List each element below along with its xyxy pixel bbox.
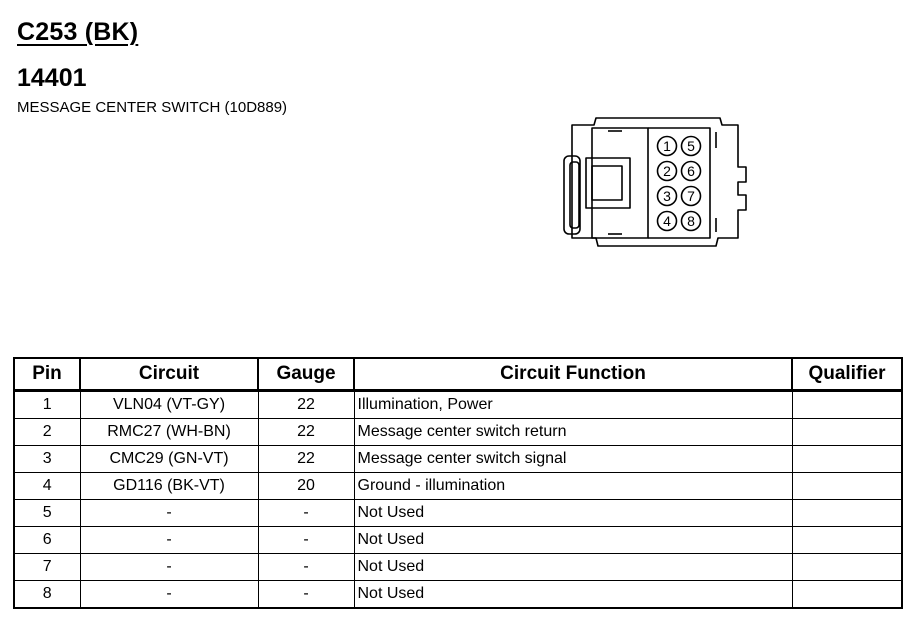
cell-gauge: - [257,553,355,581]
cell-circuit: GD116 (BK-VT) [79,472,259,500]
cell-pin: 2 [13,418,81,446]
cavity-circle [680,210,702,232]
cavity-circle [656,185,678,207]
cavity-circle [680,135,702,157]
cavity-circle [656,135,678,157]
table-row: 5 - - Not Used [13,499,903,527]
cell-qualifier [791,553,903,581]
header-gauge: Gauge [257,357,355,392]
cavity-circle [680,185,702,207]
cell-pin: 1 [13,390,81,419]
cell-gauge: - [257,580,355,609]
connector-terminal-block [648,127,711,239]
table-row: 8 - - Not Used [13,580,903,609]
cavity-label: 8 [687,213,695,229]
cavity-label: 6 [687,163,695,179]
cell-gauge: 20 [257,472,355,500]
cavity-label: 7 [687,188,695,204]
cavity-label: 5 [687,138,695,154]
cell-circuit: CMC29 (GN-VT) [79,445,259,473]
cell-circuit-function: Not Used [353,526,793,554]
header-pin: Pin [13,357,81,392]
connector-inner-recess [591,127,649,239]
connector-lock-tab-inner [569,161,580,229]
cavity-label: 4 [663,213,671,229]
cell-qualifier [791,390,903,419]
connector-lock-tab-outer [563,155,581,235]
cell-pin: 6 [13,526,81,554]
cell-qualifier [791,445,903,473]
cell-circuit: - [79,580,259,609]
table-row: 3 CMC29 (GN-VT) 22 Message center switch… [13,445,903,473]
cell-circuit-function: Not Used [353,499,793,527]
cell-gauge: - [257,526,355,554]
table-header-row: Pin Circuit Gauge Circuit Function Quali… [13,357,903,392]
cell-qualifier [791,418,903,446]
cell-circuit-function: Ground - illumination [353,472,793,500]
table-row: 4 GD116 (BK-VT) 20 Ground - illumination [13,472,903,500]
cell-circuit-function: Message center switch return [353,418,793,446]
cell-qualifier [791,580,903,609]
cell-circuit-function: Not Used [353,553,793,581]
cell-pin: 7 [13,553,81,581]
cell-circuit: - [79,526,259,554]
cell-circuit: VLN04 (VT-GY) [79,390,259,419]
cavity-label: 3 [663,188,671,204]
cell-qualifier [791,526,903,554]
table-row: 2 RMC27 (WH-BN) 22 Message center switch… [13,418,903,446]
cell-pin: 5 [13,499,81,527]
cell-qualifier [791,472,903,500]
cavity-circle [656,210,678,232]
table-row: 7 - - Not Used [13,553,903,581]
cell-circuit: - [79,553,259,581]
header-circuit: Circuit [79,357,259,392]
cell-pin: 3 [13,445,81,473]
table-row: 1 VLN04 (VT-GY) 22 Illumination, Power [13,390,903,419]
cell-gauge: 22 [257,418,355,446]
cell-pin: 8 [13,580,81,609]
cell-circuit-function: Message center switch signal [353,445,793,473]
cell-gauge: 22 [257,445,355,473]
cavity-label: 1 [663,138,671,154]
cell-pin: 4 [13,472,81,500]
connector-id: C253 (BK) [17,18,139,46]
pinout-table: Pin Circuit Gauge Circuit Function Quali… [13,357,903,609]
header-circuit-function: Circuit Function [353,357,793,392]
cavity-label: 2 [663,163,671,179]
cavity-circle [680,160,702,182]
cell-circuit: - [79,499,259,527]
cell-qualifier [791,499,903,527]
cell-gauge: - [257,499,355,527]
cell-circuit-function: Illumination, Power [353,390,793,419]
connector-housing-outline [571,117,747,247]
connector-face-diagram: 1 5 2 6 3 7 4 8 [563,117,747,247]
part-number: 14401 [17,64,87,92]
header-qualifier: Qualifier [791,357,903,392]
cell-circuit: RMC27 (WH-BN) [79,418,259,446]
cavity-circle [656,160,678,182]
table-row: 6 - - Not Used [13,526,903,554]
part-description: MESSAGE CENTER SWITCH (10D889) [17,99,288,116]
cell-gauge: 22 [257,390,355,419]
connector-latch-window [591,165,623,201]
connector-latch [585,157,631,209]
cell-circuit-function: Not Used [353,580,793,609]
